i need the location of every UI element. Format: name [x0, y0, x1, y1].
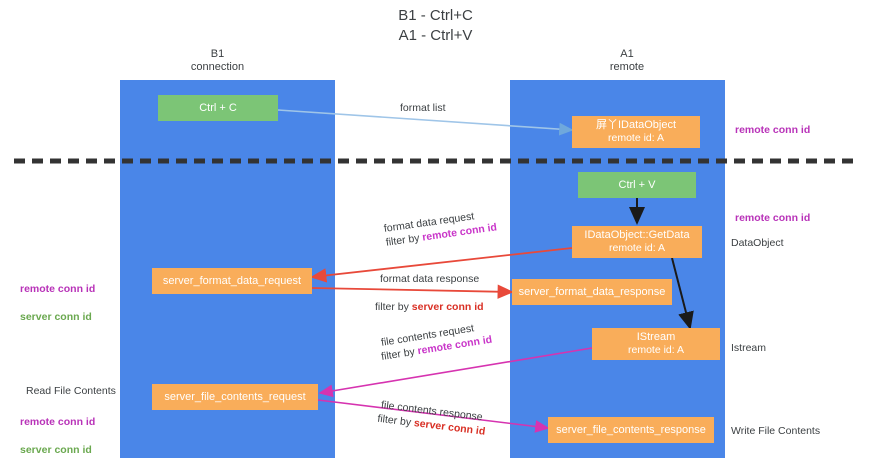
annotation-conn-ids-mid-server: server conn id	[20, 311, 92, 323]
annotation-read-file-contents: Read File Contents	[26, 385, 116, 397]
column-header-right: A1 remote	[609, 48, 645, 73]
format-data-response-line1: format data response	[380, 273, 480, 285]
node-idataobject[interactable]: 屏丫IDataObject remote id: A	[572, 116, 700, 148]
annotation-remote-conn-id-mid: remote conn id	[735, 212, 811, 224]
arrow-format-data-response	[311, 284, 514, 299]
node-server-format-data-request[interactable]: server_format_data_request	[152, 268, 312, 294]
node-idataobject-line1: 屏丫IDataObject	[595, 119, 677, 131]
arrow-file-contents-request	[318, 347, 593, 398]
format-data-response-prefix: filter by	[375, 301, 412, 313]
node-ctrl-v[interactable]: Ctrl + V	[578, 172, 696, 198]
annotation-remote-conn-id-top: remote conn id	[735, 124, 811, 136]
edge-label-format-data-response: format data response filter by server co…	[375, 272, 489, 313]
annotation-conn-ids-mid: remote conn id server conn id	[20, 268, 95, 338]
node-server-format-data-response[interactable]: server_format_data_response	[512, 279, 672, 305]
arrow-format-list	[277, 109, 574, 136]
node-getdata-line2: remote id: A	[608, 242, 666, 254]
annotation-conn-ids-bottom-remote: remote conn id	[20, 416, 96, 428]
node-ctrl-c[interactable]: Ctrl + C	[158, 95, 278, 121]
annotation-istream: Istream	[731, 342, 767, 354]
node-istream[interactable]: IStream remote id: A	[592, 328, 720, 360]
arrow-file-contents-response	[317, 399, 550, 433]
arrow-getdata-istream	[671, 257, 694, 330]
annotation-write-file-contents: Write File Contents	[731, 425, 821, 437]
annotation-conn-ids-bottom-server: server conn id	[20, 444, 92, 456]
node-server-file-contents-request[interactable]: server_file_contents_request	[152, 384, 318, 410]
node-getdata-line1: IDataObject::GetData	[584, 229, 690, 241]
node-idataobject-getdata[interactable]: IDataObject::GetData remote id: A	[572, 226, 702, 258]
annotation-conn-ids-bottom: remote conn id server conn id	[20, 401, 95, 471]
node-istream-line1: IStream	[636, 331, 676, 343]
page-title: B1 - Ctrl+C A1 - Ctrl+V	[398, 7, 473, 44]
annotation-conn-ids-mid-remote: remote conn id	[20, 283, 96, 295]
node-idataobject-line2: remote id: A	[607, 132, 665, 144]
format-data-response-highlight: server conn id	[411, 301, 484, 313]
edge-label-format-list: format list	[400, 102, 446, 114]
column-header-left: B1 connection	[190, 48, 245, 73]
annotation-dataobject: DataObject	[731, 237, 784, 249]
arrow-format-data-request	[310, 247, 573, 283]
node-server-file-contents-response[interactable]: server_file_contents_response	[548, 417, 714, 443]
node-istream-line2: remote id: A	[627, 344, 685, 356]
